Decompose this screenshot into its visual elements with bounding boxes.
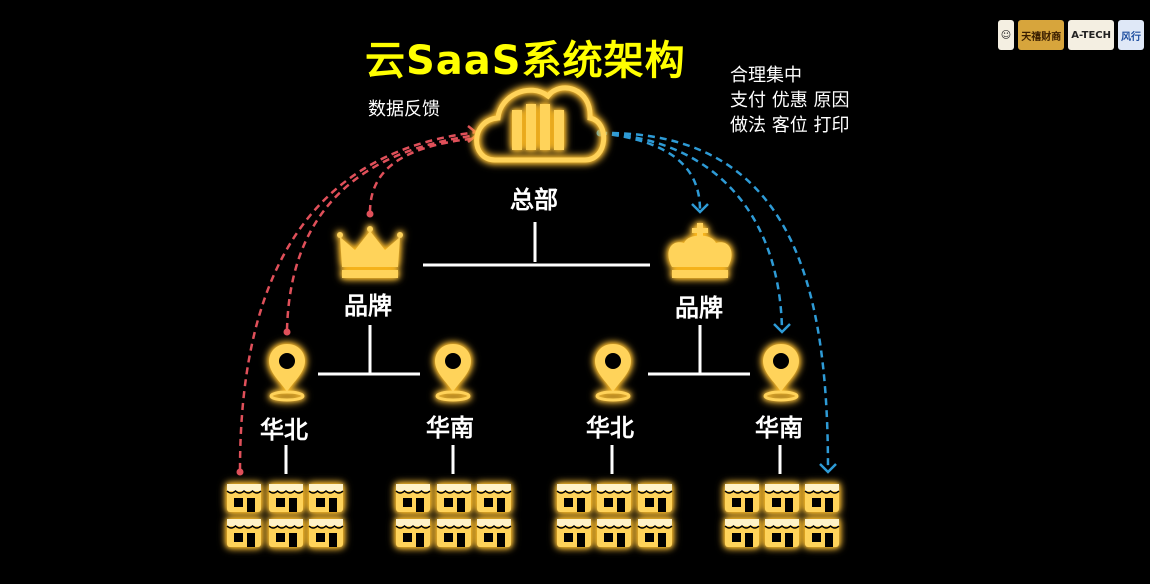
tianxi-logo: 天禧财商 bbox=[1018, 20, 1065, 50]
feedback-dots bbox=[236, 210, 374, 476]
feedback-lines bbox=[238, 130, 479, 471]
mascot-logo: ☺ bbox=[997, 20, 1015, 50]
page-title: 云SaaS系统架构 bbox=[365, 38, 686, 84]
note-line-2: 支付 优惠 原因 bbox=[730, 90, 850, 111]
fengxing-logo: 风行 bbox=[1118, 20, 1144, 50]
king-crown-icon bbox=[668, 223, 732, 278]
atech-logo: A-TECH bbox=[1068, 20, 1114, 50]
note-line-1: 合理集中 bbox=[730, 65, 802, 86]
region-pin-icon bbox=[267, 342, 801, 402]
brand-label-left: 品牌 bbox=[344, 292, 392, 320]
hq-label: 总部 bbox=[510, 186, 558, 214]
sponsor-logos: ☺ 天禧财商 A-TECH 风行 bbox=[997, 20, 1144, 50]
note-line-3: 做法 客位 打印 bbox=[730, 115, 850, 136]
hq-cloud-icon bbox=[474, 85, 607, 163]
tree-connectors bbox=[284, 222, 782, 474]
crown-icon bbox=[337, 226, 403, 278]
region-label-4: 华南 bbox=[755, 414, 803, 442]
store-icon-grid bbox=[226, 483, 840, 548]
region-label-1: 华北 bbox=[260, 416, 308, 444]
brand-label-right: 品牌 bbox=[675, 294, 723, 322]
distribution-lines bbox=[599, 131, 830, 471]
region-label-2: 华南 bbox=[426, 414, 474, 442]
feedback-label: 数据反馈 bbox=[368, 99, 440, 120]
region-label-3: 华北 bbox=[586, 414, 634, 442]
centralized-notes: 合理集中 支付 优惠 原因 做法 客位 打印 bbox=[730, 63, 849, 138]
distribution-arrowheads bbox=[691, 203, 837, 474]
